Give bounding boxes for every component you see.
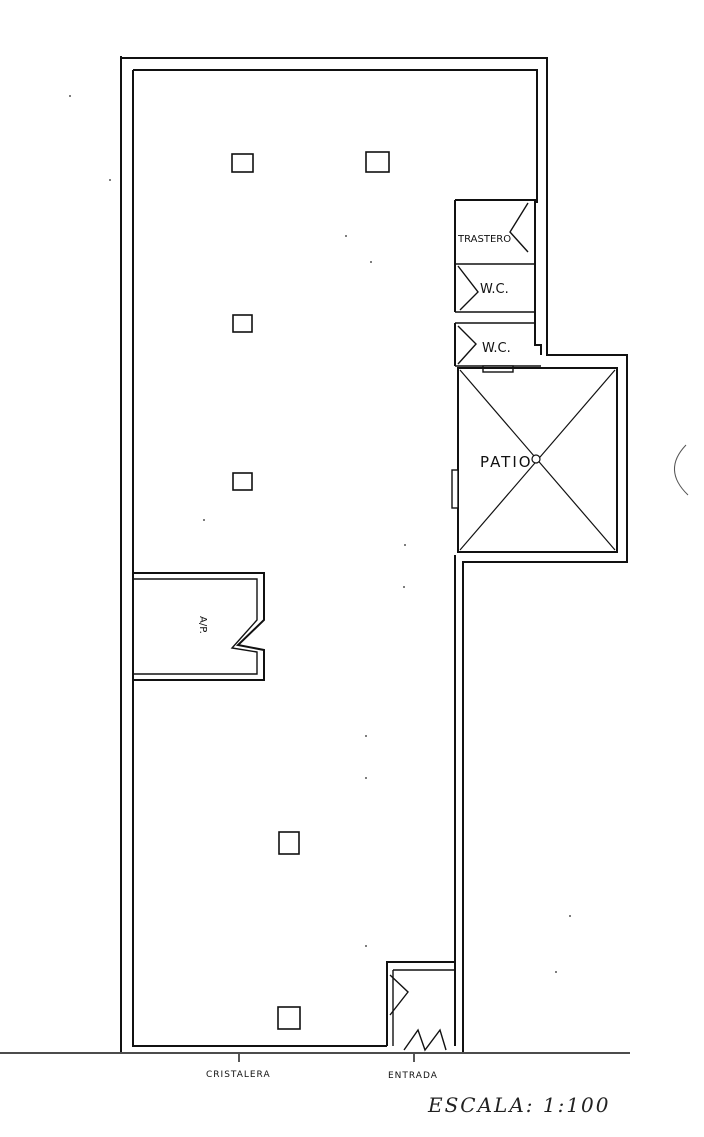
patio-window — [451, 469, 459, 509]
pillar — [231, 153, 254, 173]
patio: PATIO — [451, 367, 618, 553]
scale-note: ESCALA: 1:100 — [427, 1093, 611, 1117]
speck — [404, 544, 406, 546]
cristalera-label: CRISTALERA — [206, 1070, 271, 1080]
inner-wall-lower — [132, 70, 387, 1047]
patio-inner — [457, 367, 618, 553]
ap-wall-inner — [133, 578, 258, 675]
entrada-label: ENTRADA — [388, 1071, 438, 1081]
ap-room: A/P. — [133, 572, 265, 681]
trastero-door — [509, 202, 529, 253]
pillar — [232, 314, 253, 333]
wc-lower-door — [457, 325, 477, 365]
pillar — [365, 151, 390, 173]
ap-wall-outer — [133, 572, 265, 681]
speck — [569, 915, 571, 917]
facade-labels: CRISTALERA ENTRADA — [206, 1054, 438, 1081]
patio-label: PATIO — [480, 453, 533, 471]
outer-walls — [0, 56, 630, 1054]
speck — [365, 777, 367, 779]
service-wall — [455, 199, 542, 355]
speck — [403, 586, 405, 588]
ap-label: A/P. — [197, 616, 208, 634]
scan-specks — [69, 95, 571, 973]
speck — [345, 235, 347, 237]
top-wall-outer — [121, 57, 628, 1052]
pillar — [277, 1006, 301, 1030]
margin-arc — [674, 444, 689, 496]
entrance — [386, 961, 456, 1052]
speck — [69, 95, 71, 97]
entrance-main-door — [403, 1028, 447, 1052]
trastero-label: TRASTERO — [457, 234, 511, 245]
pillar — [232, 472, 253, 491]
wc-lower-label: W.C. — [482, 341, 511, 356]
entrance-inner-door — [389, 974, 409, 1016]
speck — [365, 735, 367, 737]
wc-upper-door — [457, 265, 479, 311]
speck — [370, 261, 372, 263]
speck — [109, 179, 111, 181]
entrance-wall — [386, 961, 456, 1046]
service-block: TRASTERO W.C. W.C. — [454, 199, 542, 373]
pillars — [231, 151, 390, 1030]
wc-upper-label: W.C. — [480, 282, 509, 297]
speck — [365, 945, 367, 947]
patio-center-mark — [531, 454, 541, 464]
speck — [555, 971, 557, 973]
pillar — [278, 831, 300, 855]
inner-wall-line — [133, 69, 538, 203]
speck — [203, 519, 205, 521]
